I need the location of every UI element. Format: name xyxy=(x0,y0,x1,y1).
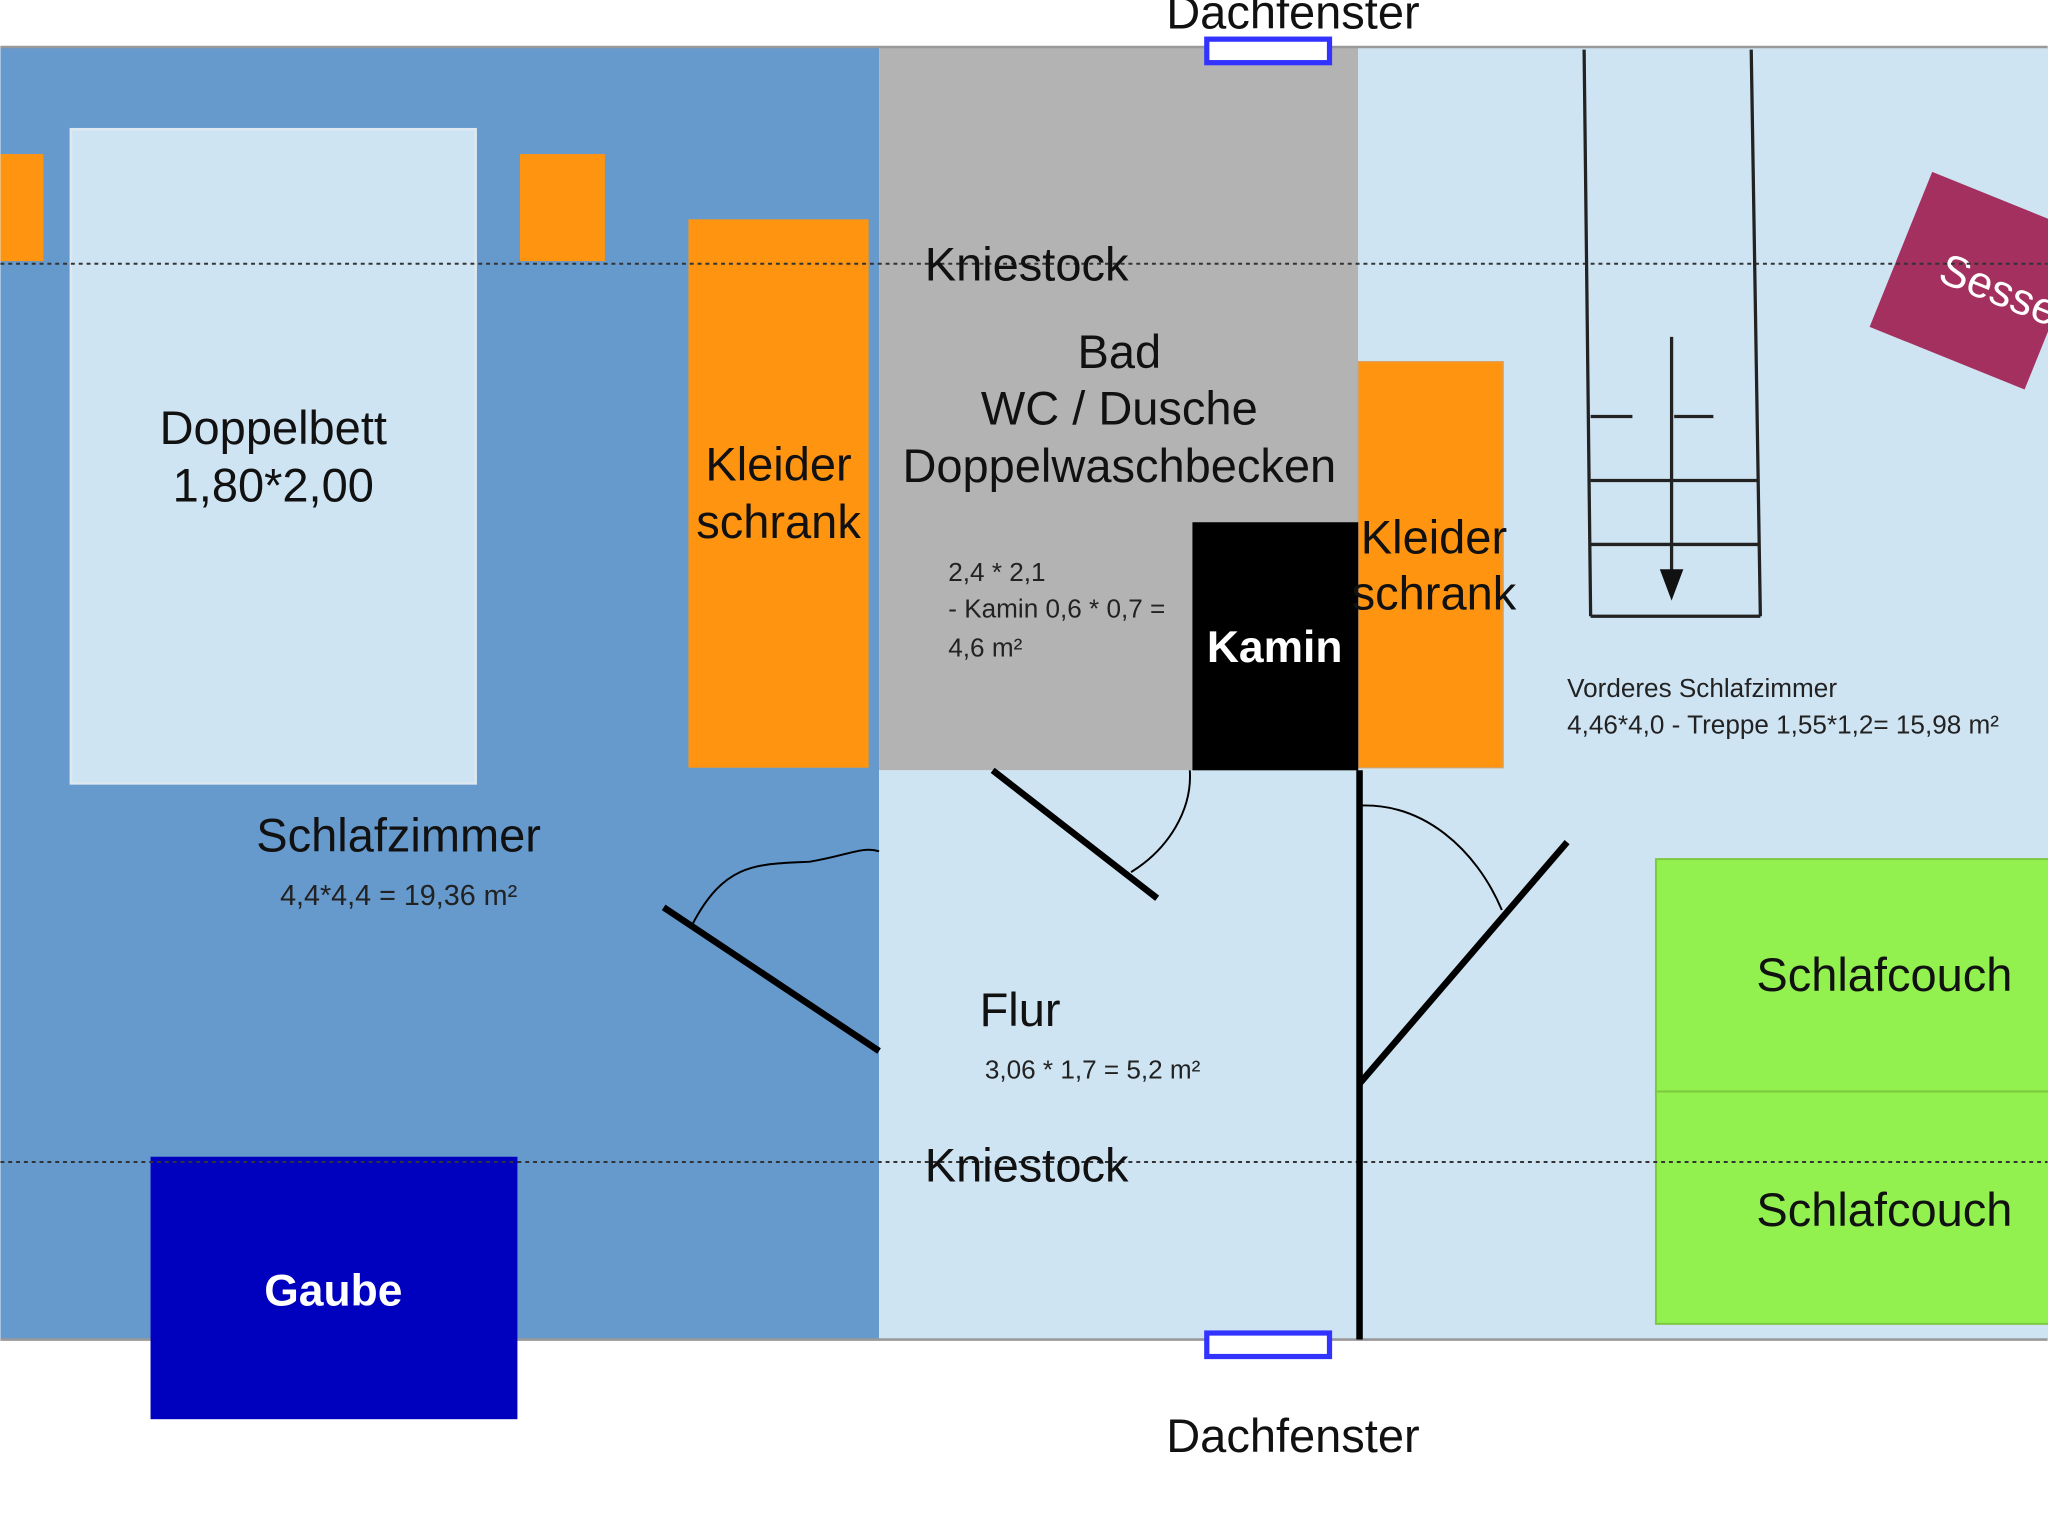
kleiderschrank-1 xyxy=(688,219,869,768)
schlafcouch-1 xyxy=(1654,858,2048,1093)
dachfenster-top-label: Dachfenster xyxy=(1166,0,1419,39)
sessel: Sessel xyxy=(1869,171,2048,390)
kniestock-bottom-label: Kniestock xyxy=(925,1139,1129,1192)
gaube-label: Gaube xyxy=(264,1267,402,1316)
treppe xyxy=(1582,49,1762,618)
bad-calc-3: 4,6 m² xyxy=(948,633,1022,663)
schlafcouch-2 xyxy=(1654,1090,2048,1325)
dachfenster-top xyxy=(1204,36,1333,66)
nightstand-right xyxy=(520,154,605,262)
kleiderschrank-2-label-b: schrank xyxy=(1352,567,1517,620)
flur-label: Flur xyxy=(980,983,1061,1036)
doors xyxy=(661,767,1570,1340)
bad-calc-1: 2,4 * 2,1 xyxy=(948,557,1045,587)
doppelbett-label: Doppelbett xyxy=(160,401,387,454)
flur-area: 3,06 * 1,7 = 5,2 m² xyxy=(985,1054,1201,1084)
kamin-label: Kamin xyxy=(1207,623,1343,672)
vorderes-schlafzimmer-area: 4,46*4,0 - Treppe 1,55*1,2= 15,98 m² xyxy=(1567,710,1999,740)
bad-label-3: Doppelwaschbecken xyxy=(902,439,1336,492)
dachfenster-bottom xyxy=(1204,1330,1333,1360)
gaube xyxy=(150,1156,518,1420)
doppelbett xyxy=(69,127,477,785)
bad-calc-2: - Kamin 0,6 * 0,7 = xyxy=(948,594,1165,624)
vorderes-schlafzimmer-label: Vorderes Schlafzimmer xyxy=(1567,673,1837,703)
schlafcouch-2-label: Schlafcouch xyxy=(1756,1183,2012,1236)
kamin xyxy=(1192,522,1359,771)
schlafzimmer-area: 4,4*4,4 = 19,36 m² xyxy=(280,880,518,912)
doppelbett-size: 1,80*2,00 xyxy=(173,458,374,511)
kleiderschrank-2-label-a: Kleider xyxy=(1361,511,1507,564)
kleiderschrank-1-label-b: schrank xyxy=(696,495,861,548)
schlafzimmer-label: Schlafzimmer xyxy=(256,808,541,861)
bad-label: Bad xyxy=(1077,325,1161,378)
bad-label-2: WC / Dusche xyxy=(981,381,1258,434)
nightstand-left xyxy=(0,154,44,262)
kniestock-top-label: Kniestock xyxy=(925,238,1129,291)
schlafcouch-1-label: Schlafcouch xyxy=(1756,948,2012,1001)
dachfenster-bottom-label: Dachfenster xyxy=(1166,1409,1419,1462)
kleiderschrank-1-label-a: Kleider xyxy=(705,437,851,490)
kleiderschrank-2 xyxy=(1357,360,1504,769)
